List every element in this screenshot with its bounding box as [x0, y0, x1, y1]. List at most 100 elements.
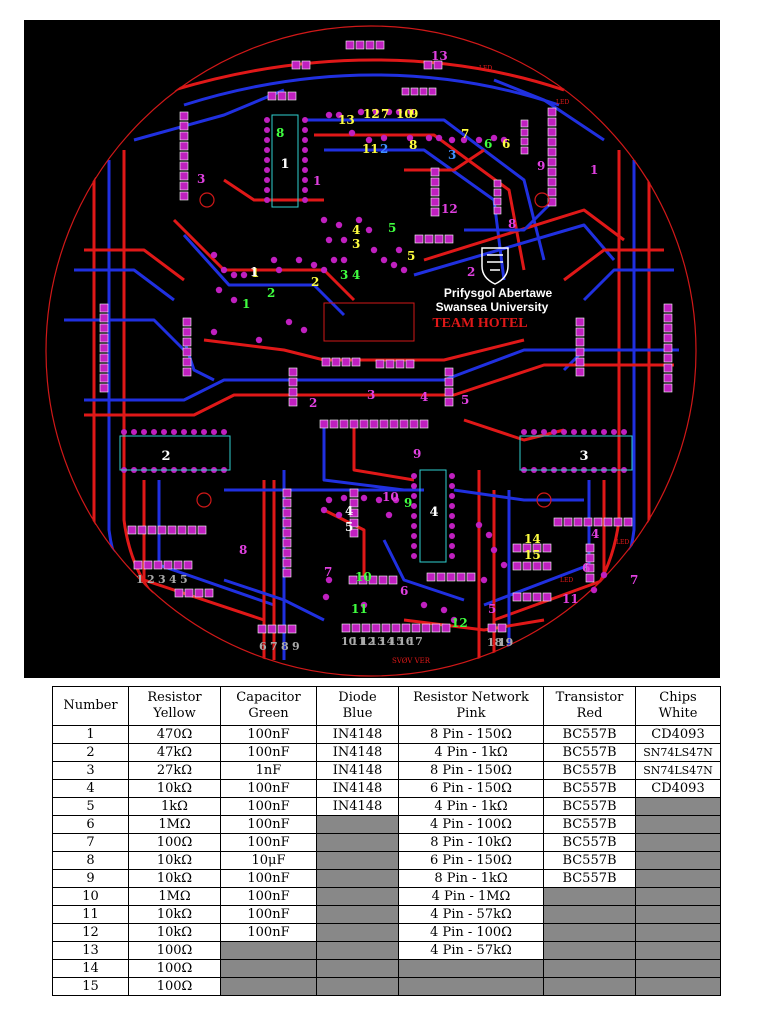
via-pad: [325, 236, 333, 244]
table-cell: [543, 905, 636, 924]
solder-pad: [319, 419, 329, 429]
via-pad: [320, 266, 328, 274]
table-cell: [316, 833, 399, 852]
table-cell: 470Ω: [128, 725, 221, 744]
chip-4-outline: [419, 469, 447, 563]
via-pad: [350, 576, 358, 584]
table-cell: [316, 959, 399, 978]
solder-pad: [512, 543, 522, 553]
solder-pad: [575, 327, 585, 337]
copper-trace: [493, 78, 605, 142]
table-cell: 12: [52, 923, 129, 942]
table-cell: [543, 923, 636, 942]
component-marker: 12: [441, 202, 458, 216]
ic-pin: [264, 127, 270, 133]
solder-pad: [291, 60, 301, 70]
logo-line-1: Prifysgol Abertawe: [444, 286, 553, 300]
solder-pad: [179, 191, 189, 201]
table-cell: IN4148: [316, 797, 399, 816]
solder-pad: [282, 568, 292, 578]
ic-pin: [171, 429, 177, 435]
solder-pad: [405, 359, 415, 369]
via-pad: [480, 576, 488, 584]
solder-pad: [277, 624, 287, 634]
solder-pad: [414, 234, 424, 244]
solder-pad: [257, 624, 267, 634]
solder-pad: [99, 363, 109, 373]
via-pad: [475, 136, 483, 144]
solder-pad: [385, 359, 395, 369]
table-cell: 9: [52, 869, 129, 888]
solder-pad: [547, 117, 557, 127]
solder-pad: [127, 525, 137, 535]
component-marker: 7: [461, 127, 469, 141]
chip-2-outline: [119, 435, 231, 471]
solder-pad: [177, 525, 187, 535]
via-pad: [590, 586, 598, 594]
solder-pad: [153, 560, 163, 570]
copper-trace: [322, 420, 405, 492]
via-pad: [475, 521, 483, 529]
via-pad: [440, 606, 448, 614]
component-marker: 12: [363, 107, 380, 121]
solder-pad: [182, 347, 192, 357]
solder-pad: [288, 387, 298, 397]
ic-pin: [211, 429, 217, 435]
copper-trace: [582, 268, 674, 302]
via-pad: [490, 134, 498, 142]
solder-pad: [430, 167, 440, 177]
solder-pad: [547, 167, 557, 177]
ic-pin: [531, 429, 537, 435]
solder-pad: [426, 572, 436, 582]
solder-pad: [395, 359, 405, 369]
table-cell: 100nF: [220, 779, 317, 798]
solder-pad: [287, 91, 297, 101]
solder-pad: [282, 508, 292, 518]
component-marker: 3: [367, 388, 375, 402]
ic-pin: [449, 533, 455, 539]
solder-pad: [301, 60, 311, 70]
solder-pad: [423, 60, 433, 70]
via-pad: [450, 616, 458, 624]
solder-pad: [563, 517, 573, 527]
solder-pad: [182, 367, 192, 377]
table-cell: 1MΩ: [128, 887, 221, 906]
copper-trace: [464, 198, 556, 232]
led-label: LED: [556, 99, 569, 106]
solder-pad: [663, 363, 673, 373]
table-cell: 100Ω: [128, 959, 221, 978]
copper-trace: [404, 148, 485, 172]
ic-pin: [302, 197, 308, 203]
solder-pad: [381, 623, 391, 633]
solder-pad: [663, 333, 673, 343]
copper-trace: [84, 248, 185, 282]
solder-pad: [663, 303, 673, 313]
via-pad: [365, 226, 373, 234]
table-cell: 10kΩ: [128, 779, 221, 798]
ic-pin: [181, 429, 187, 435]
solder-pad: [179, 131, 189, 141]
ic-pin: [411, 493, 417, 499]
solder-pad: [441, 623, 451, 633]
component-marker: 3: [340, 268, 348, 282]
component-marker: 10: [355, 570, 372, 584]
solder-pad: [267, 91, 277, 101]
chip-2-label: 2: [161, 449, 170, 464]
solder-pad: [267, 624, 277, 634]
solder-pad: [433, 60, 443, 70]
solder-pad: [542, 543, 552, 553]
solder-pad: [520, 146, 529, 155]
solder-pad: [163, 560, 173, 570]
solder-pad: [345, 40, 355, 50]
table-cell: 6: [52, 815, 129, 834]
table-cell: [398, 977, 544, 996]
ic-pin: [411, 523, 417, 529]
component-marker: 12: [451, 616, 468, 630]
copper-trace: [84, 363, 674, 417]
ic-pin: [131, 429, 137, 435]
component-marker: 10: [396, 107, 413, 121]
ic-pin: [264, 177, 270, 183]
